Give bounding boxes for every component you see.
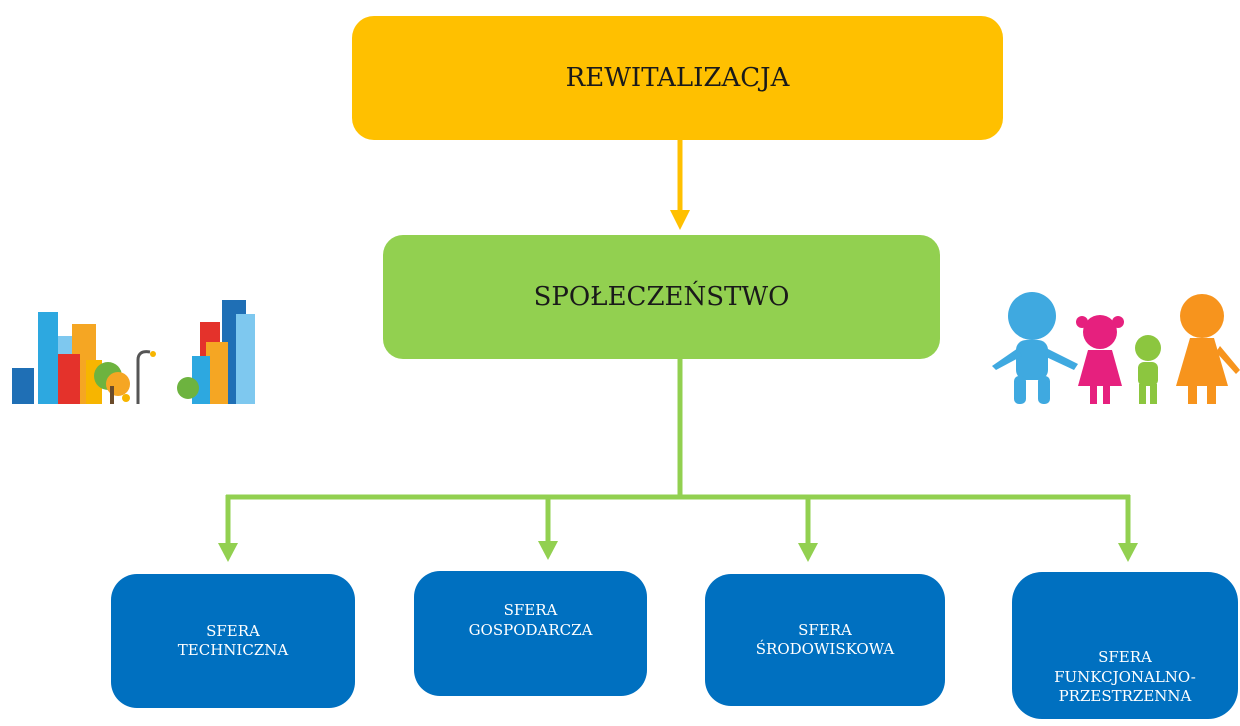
root-to-society-arrow [670,140,690,230]
sphere-label-line2: FUNKCJONALNO- [1054,667,1196,686]
sfera-funkcjonalno-przestrzenna-box: SFERA FUNKCJONALNO- PRZESTRZENNA [1012,572,1238,719]
sfera-gospodarcza-box: SFERA GOSPODARCZA [414,571,647,696]
arrowhead-funkcjonalno [1118,543,1138,562]
society-to-spheres-tree [225,359,1131,545]
sphere-label-line3: PRZESTRZENNA [1058,687,1192,705]
family-holding-hands-icon [992,292,1240,404]
arrowhead-techniczna [218,543,238,562]
rewitalizacja-label: REWITALIZACJA [565,63,790,93]
sphere-label-line1: SFERA [1098,648,1152,666]
spoleczenstwo-label: SPOŁECZEŃSTWO [533,282,790,312]
sphere-label-line1: SFERA [798,620,852,639]
sphere-label-line1: SFERA [206,621,260,640]
sphere-arrowheads [218,541,1138,562]
sfera-srodowiskowa-box: SFERA ŚRODOWISKOWA [705,574,945,706]
arrowhead-gospodarcza [538,541,558,560]
sphere-label-line2: TECHNICZNA [177,641,289,659]
sphere-label-line2: GOSPODARCZA [468,620,593,639]
sphere-label-line2: ŚRODOWISKOWA [755,640,895,658]
sphere-label-line1: SFERA [503,601,558,619]
sfera-techniczna-box: SFERA TECHNICZNA [111,574,355,708]
arrowhead-srodowiskowa [798,543,818,562]
city-skyline-icon [12,300,255,404]
rewitalizacja-box: REWITALIZACJA [352,16,1003,140]
spoleczenstwo-box: SPOŁECZEŃSTWO [383,235,940,359]
